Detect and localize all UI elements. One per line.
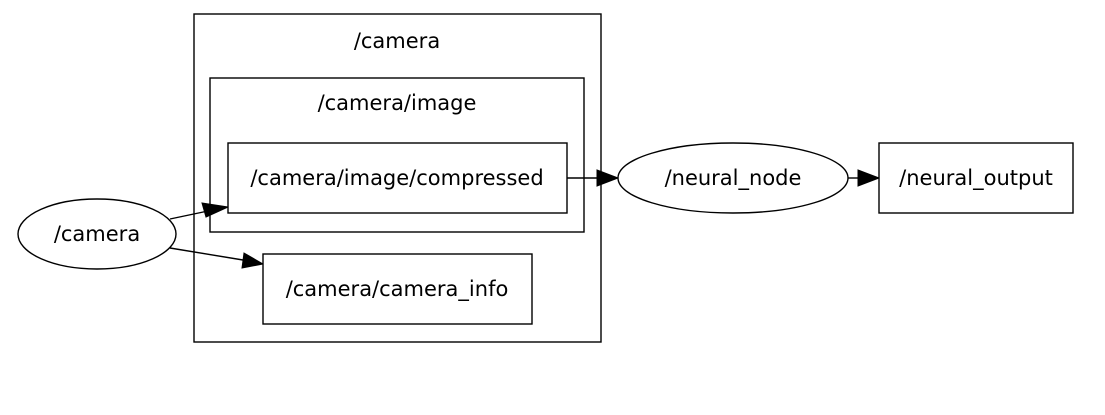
- edge-camera-to-camera-info-line: [169, 247, 244, 261]
- edge-camera-to-compressed-arrowhead: [201, 202, 230, 218]
- edge-compressed-to-neural-node-arrowhead: [596, 169, 620, 187]
- cluster-camera-image-border: [209, 77, 585, 233]
- edge-compressed-to-neural-node[interactable]: [567, 169, 620, 187]
- topic-neural-output[interactable]: /neural_output: [878, 142, 1074, 214]
- edge-camera-to-compressed-line: [169, 210, 209, 220]
- edge-camera-to-camera-info[interactable]: [169, 247, 265, 269]
- topic-neural-output-label: /neural_output: [899, 166, 1053, 191]
- node-camera-label: /camera: [54, 222, 140, 246]
- node-camera-ellipse: [17, 198, 177, 270]
- edges: [169, 169, 881, 269]
- node-neural-node-ellipse: [617, 142, 849, 214]
- edge-neural-node-to-neural-output[interactable]: [848, 169, 881, 187]
- cluster-camera-image: /camera/image: [209, 77, 585, 233]
- topic-camera-image-compressed[interactable]: /camera/image/compressed: [227, 142, 568, 214]
- edge-camera-to-compressed[interactable]: [169, 202, 230, 220]
- node-camera[interactable]: /camera: [17, 198, 177, 270]
- topic-camera-camera-info-label: /camera/camera_info: [286, 277, 509, 302]
- edge-camera-to-camera-info-arrowhead: [241, 252, 265, 269]
- topic-camera-image-compressed-box: [227, 142, 568, 214]
- topic-neural-output-box: [878, 142, 1074, 214]
- cluster-camera-image-label: /camera/image: [318, 91, 477, 115]
- edge-neural-node-to-neural-output-arrowhead: [857, 169, 881, 187]
- topic-camera-camera-info[interactable]: /camera/camera_info: [262, 253, 533, 325]
- topic-camera-image-compressed-label: /camera/image/compressed: [250, 166, 543, 190]
- node-neural-node[interactable]: /neural_node: [617, 142, 849, 214]
- nodes: /camera /camera/image/compressed /camera…: [17, 142, 1074, 325]
- cluster-camera-label: /camera: [354, 29, 440, 53]
- node-neural-node-label: /neural_node: [665, 166, 802, 191]
- topic-camera-camera-info-box: [262, 253, 533, 325]
